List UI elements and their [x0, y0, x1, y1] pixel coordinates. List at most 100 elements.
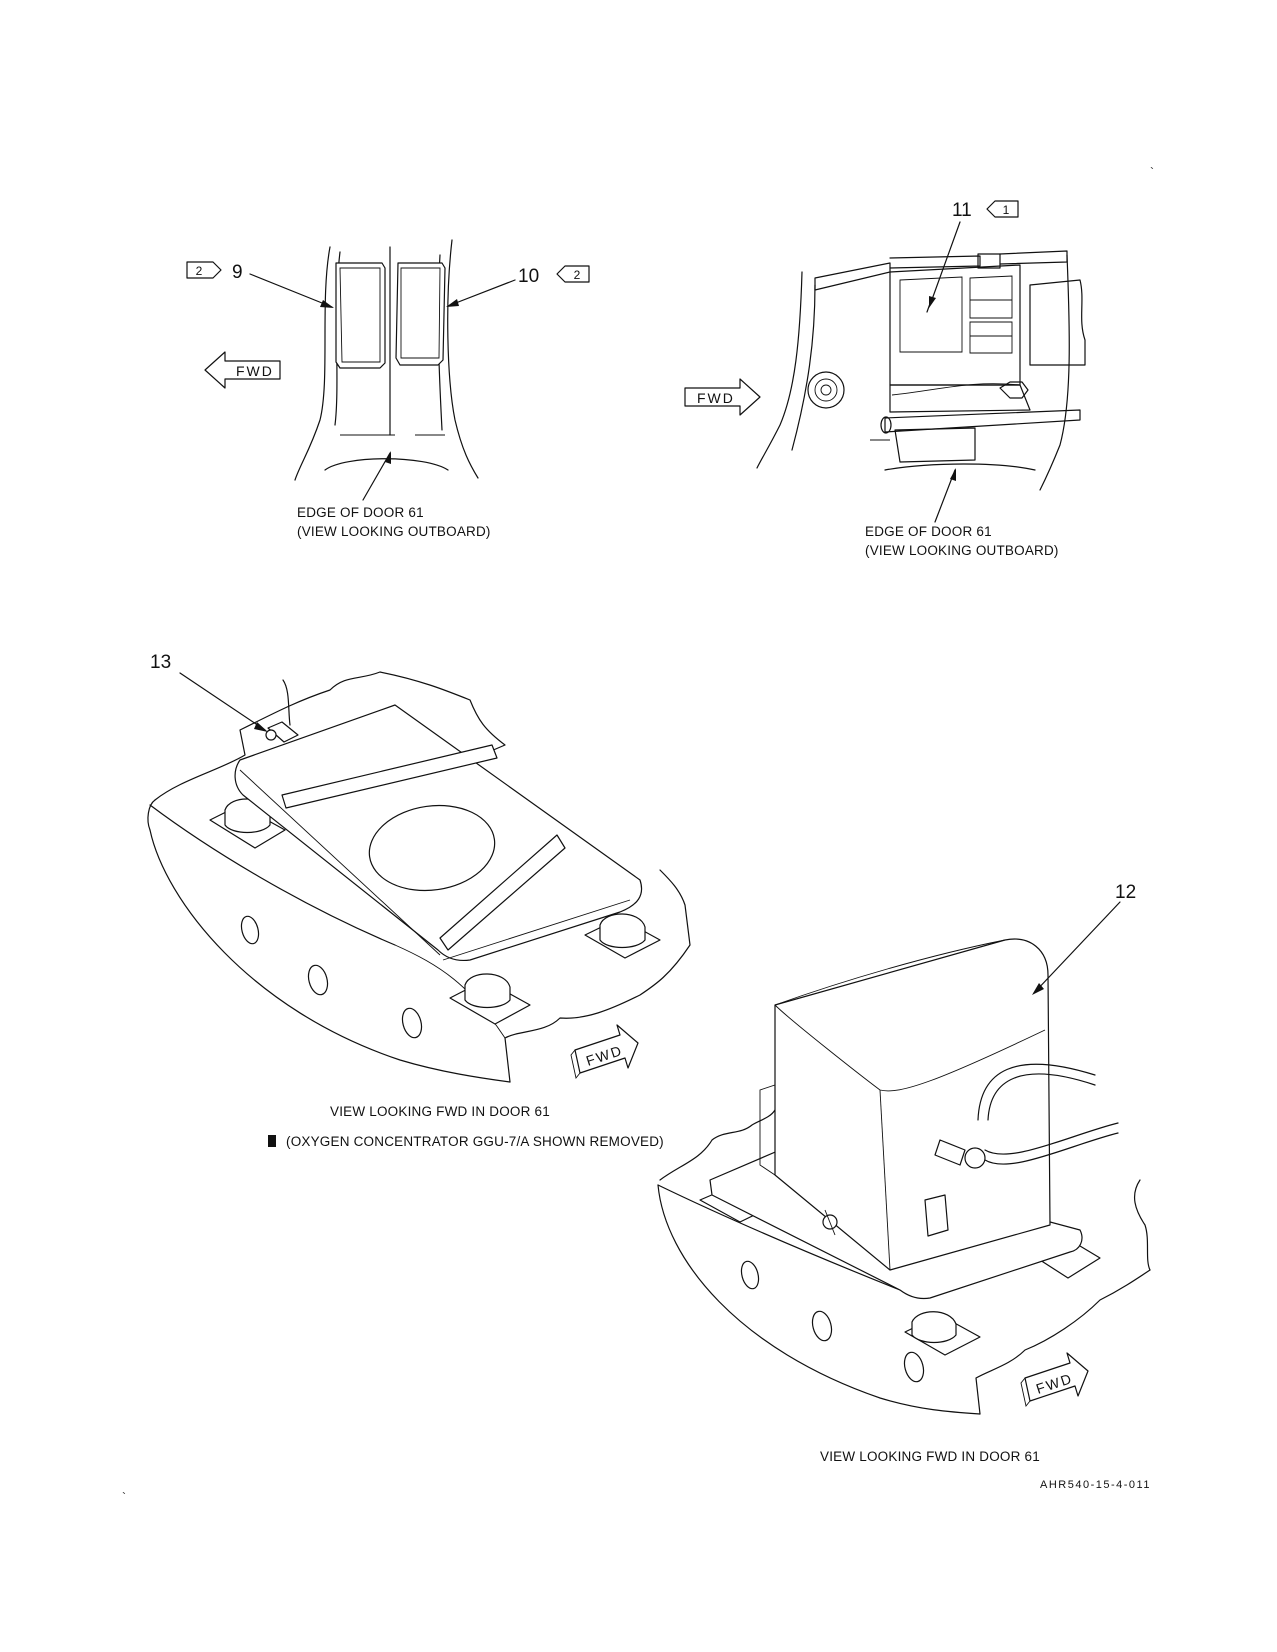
tag-11-label: 1: [1003, 203, 1010, 217]
concentrator-side-panel: [759, 1084, 776, 1176]
tag-flag-10: [556, 265, 590, 283]
lightening-hole-3: [401, 1007, 423, 1039]
door-edge-arrowhead: [385, 451, 391, 464]
hose-upper: [987, 1073, 1096, 1121]
caption-view-fwd-br: VIEW LOOKING FWD IN DOOR 61: [820, 1449, 1040, 1464]
cutaway-left-edge: [147, 799, 156, 831]
fwd-arrow-3d-depth-br: [1020, 1377, 1031, 1408]
lightening-hole-br-1: [740, 1260, 760, 1290]
stray-mark-top: `: [1150, 165, 1154, 179]
side-wall-top-br: [657, 1184, 901, 1291]
figure-bottom-right: 12 FWD VIEW LOOKING FWD IN DOOR 61: [657, 882, 1151, 1464]
tray-rail-2: [439, 834, 566, 951]
callout-9: 9: [232, 262, 243, 283]
hose-lower-2: [984, 1122, 1119, 1155]
mounting-tray: [234, 704, 643, 962]
concentrator-front-corner: [879, 1089, 891, 1271]
callout-12: 12: [1115, 882, 1136, 903]
shock-mount-3: [464, 973, 511, 1009]
caption-view-outboard: (VIEW LOOKING OUTBOARD): [297, 524, 491, 539]
tag-9-label: 2: [196, 264, 203, 278]
fwd-label-r: FWD: [697, 390, 735, 406]
cutaway-outline-br: [659, 1109, 776, 1181]
shelf-contour: [891, 383, 1021, 396]
door-edge-arrowhead-r: [950, 468, 956, 481]
fwd-label: FWD: [236, 363, 274, 379]
lightening-hole-br-2: [811, 1310, 833, 1342]
leader-10: [447, 279, 516, 307]
top-pipe-left: [814, 262, 891, 291]
fwd-arrow-3d: [574, 1024, 639, 1074]
connector-13-cap: [265, 729, 277, 741]
revision-bar: [268, 1135, 276, 1147]
pipe-coupling: [977, 253, 1001, 269]
tray-side-edge: [442, 899, 631, 961]
leader-13-arrowhead: [254, 722, 268, 732]
hose-fitting-1: [934, 1139, 966, 1166]
lower-pipe-end: [880, 416, 892, 434]
frame-curve-left-outer: [294, 246, 331, 481]
leader-12-arrowhead: [1032, 983, 1044, 995]
frame-curve-right: [1039, 254, 1070, 491]
panel-10-inner: [400, 267, 441, 359]
hose-elbow: [964, 1147, 986, 1169]
panel-9: [335, 262, 386, 369]
fwd-arrow-right: [684, 378, 761, 416]
hex-fitting: [999, 381, 1029, 399]
lower-pipe: [884, 409, 1081, 433]
stray-mark-bottom: `: [122, 1490, 126, 1504]
fwd-arrow-3d-br: [1024, 1352, 1089, 1402]
caption-concentrator-removed: (OXYGEN CONCENTRATOR GGU-7/A SHOWN REMOV…: [286, 1134, 664, 1149]
tag-flag-11: [986, 200, 1019, 218]
tag-flag-9: [186, 261, 222, 279]
door-edge-curve: [324, 458, 449, 471]
cutaway-outline-top: [154, 671, 506, 801]
connector-13: [267, 721, 299, 743]
quick-disconnect-line: [824, 1209, 836, 1236]
oxygen-concentrator: [774, 938, 1051, 1271]
leader-10-arrowhead: [446, 299, 459, 307]
caption-edge-of-door-r: EDGE OF DOOR 61: [865, 524, 992, 539]
caption-view-fwd: VIEW LOOKING FWD IN DOOR 61: [330, 1104, 550, 1119]
ragged-bottom-br: [975, 1269, 1151, 1415]
tray-rail-1: [281, 744, 498, 809]
lower-bracket: [894, 427, 976, 463]
leader-13: [179, 672, 266, 731]
tray-circular-opening: [368, 804, 496, 892]
caption-edge-of-door: EDGE OF DOOR 61: [297, 505, 424, 520]
panel-9-inner: [339, 267, 381, 363]
hose-fitting-2: [924, 1194, 949, 1237]
round-fitting-outer: [807, 371, 845, 409]
hose-upper-2: [977, 1063, 1096, 1121]
caption-view-outboard-r: (VIEW LOOKING OUTBOARD): [865, 543, 1059, 558]
shock-mount-2: [599, 913, 646, 949]
frame-curve-left: [756, 271, 803, 469]
frame-curve-right-outer: [447, 239, 479, 479]
side-wall-top-edge: [149, 804, 396, 946]
equipment-panel-upper: [969, 275, 1013, 319]
lightening-hole-2: [307, 964, 329, 996]
leader-9-arrowhead: [320, 300, 334, 308]
top-pipe-right: [999, 250, 1068, 265]
callout-11: 11: [952, 200, 972, 221]
leader-9: [249, 273, 333, 308]
door-edge-leader: [362, 452, 391, 501]
callout-13: 13: [150, 652, 171, 673]
side-wall-br: [657, 1184, 981, 1415]
lightening-hole-1: [240, 915, 260, 945]
ragged-right-br: [1133, 1179, 1151, 1271]
fwd-arrow-3d-depth: [570, 1049, 581, 1080]
lightening-hole-br-3: [903, 1351, 925, 1383]
side-cutaway-box: [1029, 279, 1086, 366]
cable-13: [282, 679, 291, 726]
panel-10: [395, 262, 446, 366]
fwd-arrow-left: [204, 351, 281, 389]
top-pipe-mid: [889, 255, 981, 269]
equipment-box: [889, 264, 1021, 386]
round-fitting-inner: [814, 378, 838, 402]
door-edge-curve-r: [884, 463, 1036, 471]
equipment-panel-lower: [969, 321, 1013, 354]
leader-11-arrowhead: [929, 296, 936, 308]
figure-mid-left: 13 FWD VIEW LOOKING FWD IN DOOR 61 (OXYG…: [147, 652, 691, 1149]
